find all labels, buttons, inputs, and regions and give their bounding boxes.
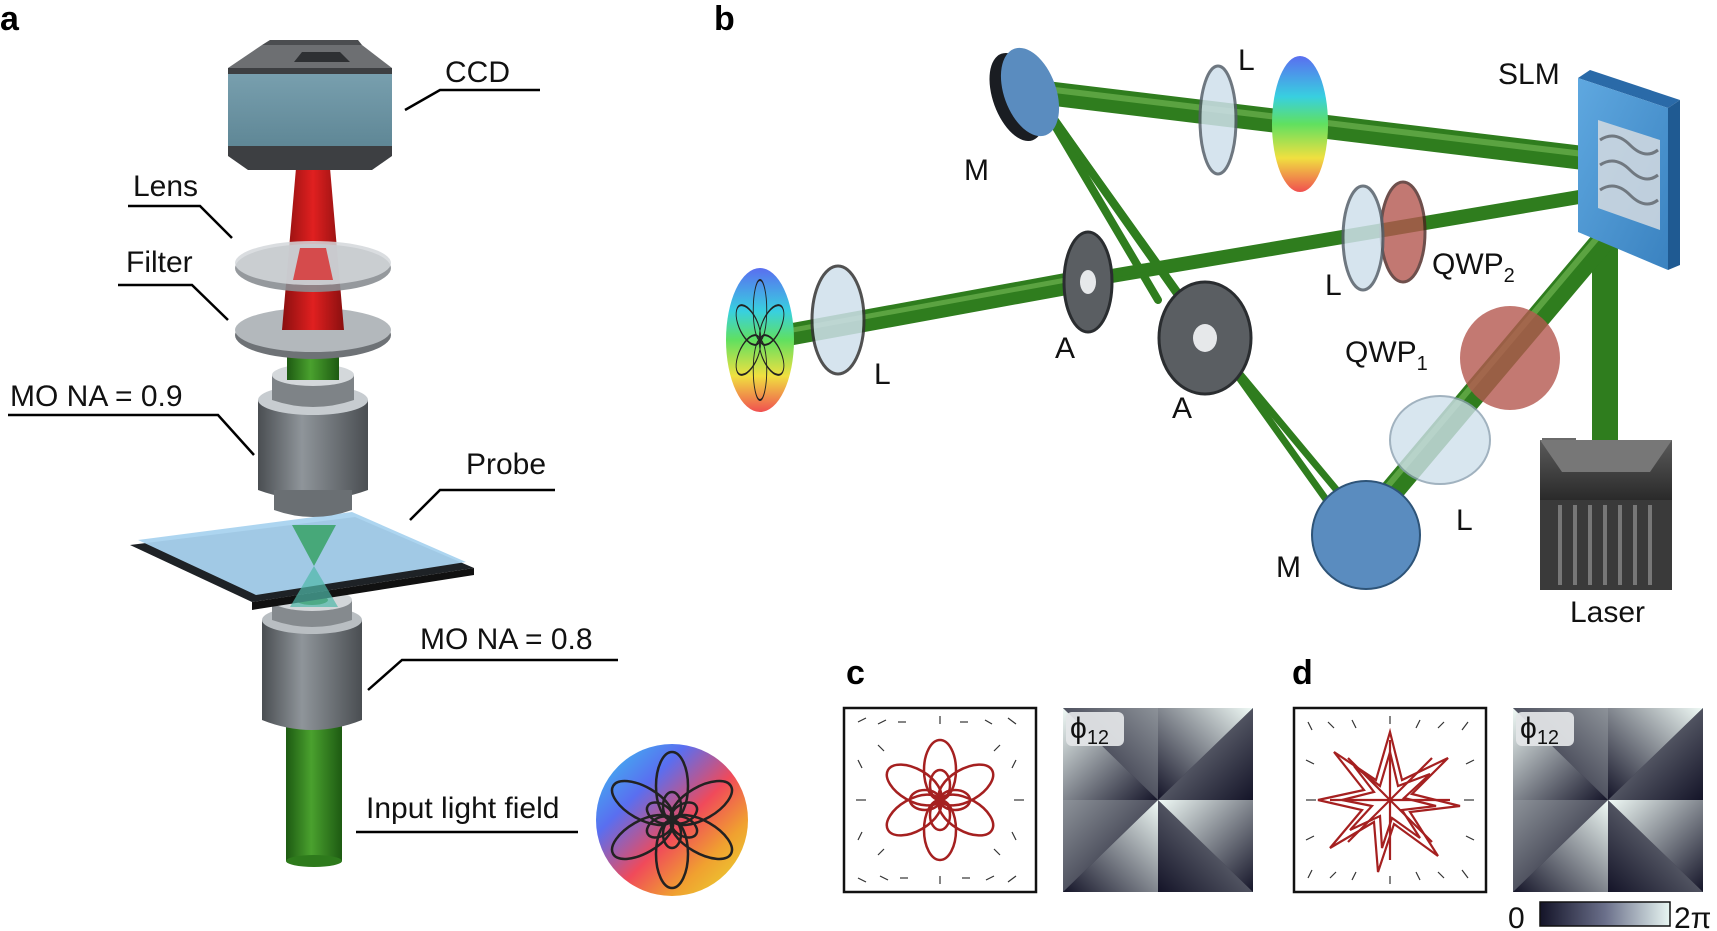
ccd-label: CCD bbox=[445, 56, 510, 89]
probe-slab bbox=[130, 512, 474, 610]
aperture-1 bbox=[1062, 230, 1114, 334]
panel-label-a: a bbox=[0, 0, 20, 38]
input-beam-end bbox=[286, 855, 342, 867]
probe-leader bbox=[409, 488, 555, 521]
probe-label: Probe bbox=[466, 448, 546, 481]
aperture-2-label: A bbox=[1172, 392, 1192, 425]
focus-cone-bottom bbox=[290, 566, 338, 607]
lens-top-label: L bbox=[1238, 44, 1255, 77]
lens-left-label: L bbox=[874, 358, 891, 391]
slm-device bbox=[1578, 70, 1680, 270]
laser-device bbox=[1540, 438, 1672, 590]
objective-bottom bbox=[262, 589, 362, 730]
mo-bottom-label: MO NA = 0.8 bbox=[420, 623, 593, 656]
input-field-disk bbox=[596, 744, 748, 896]
mo-bottom-leader bbox=[367, 658, 618, 691]
panel-label-c: c bbox=[846, 654, 865, 692]
lens-bottom bbox=[1389, 395, 1491, 485]
red-beam-through-lens bbox=[293, 248, 333, 280]
panel-c-polarization-map bbox=[842, 706, 1038, 894]
mo-top-leader bbox=[8, 413, 255, 456]
lens-mid-label: L bbox=[1325, 269, 1342, 302]
ccd-leader bbox=[404, 88, 540, 112]
panel-d-phase-label: ϕ12 bbox=[1520, 712, 1559, 749]
filter-label: Filter bbox=[126, 246, 193, 279]
panel-label-b: b bbox=[714, 0, 735, 38]
panel-c-phase-map bbox=[1063, 708, 1253, 892]
lens-leader bbox=[128, 204, 233, 239]
ccd-camera bbox=[228, 40, 392, 170]
output-field-disk bbox=[726, 268, 794, 412]
phase-plate-top bbox=[1272, 56, 1328, 192]
lens-left bbox=[810, 264, 866, 376]
qwp1-plate bbox=[1460, 306, 1560, 410]
colorbar-min-label: 0 bbox=[1508, 902, 1525, 931]
mirror-bottom bbox=[1311, 480, 1421, 590]
lens-bottom-label: L bbox=[1456, 504, 1473, 537]
lens-top bbox=[1198, 64, 1238, 176]
mirror-top-label: M bbox=[964, 154, 989, 187]
colorbar-max-label: 2π bbox=[1674, 902, 1711, 931]
qwp2-label: QWP2 bbox=[1432, 248, 1515, 287]
qwp1-label: QWP1 bbox=[1345, 336, 1428, 375]
aperture-2 bbox=[1157, 280, 1253, 396]
mirror-bottom-label: M bbox=[1276, 551, 1301, 584]
focus-cone-top bbox=[292, 525, 336, 566]
lens-mid bbox=[1341, 184, 1385, 292]
qwp2-plate bbox=[1379, 180, 1427, 284]
aperture-1-label: A bbox=[1055, 332, 1075, 365]
lens-label: Lens bbox=[133, 170, 198, 203]
filter-leader bbox=[118, 283, 229, 321]
mirror-top bbox=[989, 47, 1060, 141]
objective-top bbox=[258, 364, 368, 517]
mo-top-label: MO NA = 0.9 bbox=[10, 380, 183, 413]
slm-label: SLM bbox=[1498, 58, 1560, 91]
panel-d-polarization-map bbox=[1292, 706, 1488, 894]
colorbar bbox=[1539, 901, 1671, 927]
input-beam bbox=[286, 725, 342, 861]
input-label: Input light field bbox=[366, 792, 559, 825]
panel-d-phase-map bbox=[1513, 708, 1703, 892]
laser-label: Laser bbox=[1570, 596, 1645, 629]
panel-c-phase-label: ϕ12 bbox=[1070, 712, 1109, 749]
panel-label-d: d bbox=[1292, 654, 1313, 692]
